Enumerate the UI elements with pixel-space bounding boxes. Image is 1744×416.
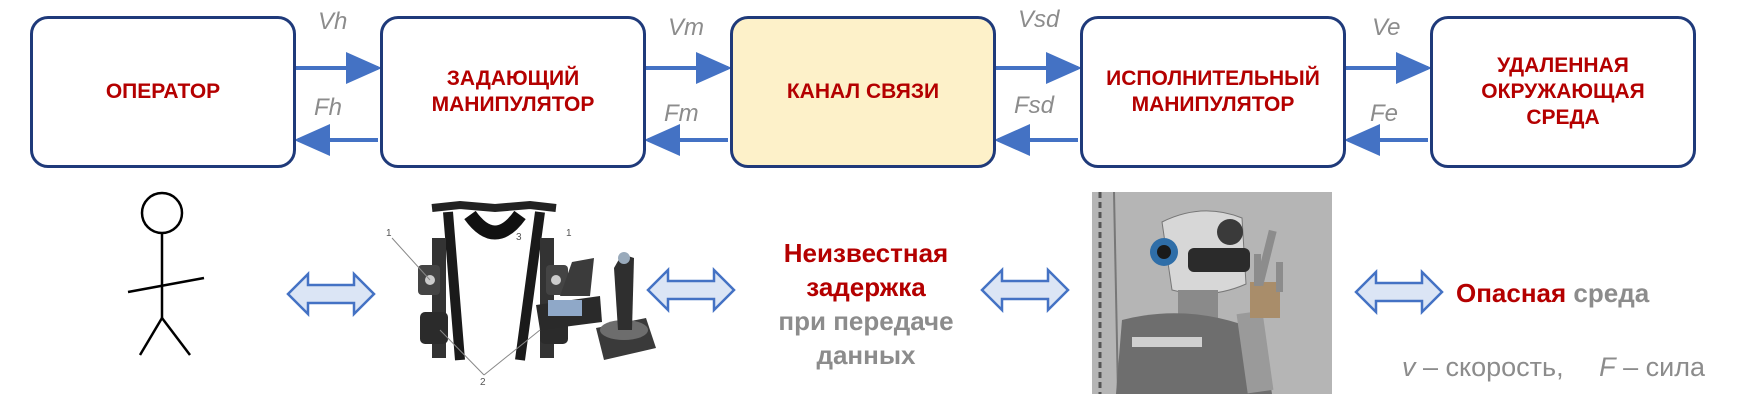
- double-arrow-operator-master: [286, 270, 376, 318]
- exo-label-1b: 1: [566, 228, 572, 239]
- delay-line-3: при передаче: [778, 306, 954, 336]
- signal-fsd: Fsd: [1014, 92, 1055, 119]
- legend-v-symbol: v: [1402, 352, 1416, 382]
- delay-line-1: Неизвестная: [783, 238, 949, 268]
- operator-label: ОПЕРАТОР: [105, 80, 221, 103]
- delay-line-4: данных: [816, 340, 916, 370]
- signal-vm: Vm: [668, 14, 704, 41]
- communication-channel-label: КАНАЛ СВЯЗИ: [786, 80, 940, 103]
- robot-photo: [1092, 192, 1332, 394]
- delay-line-2: задержка: [806, 272, 926, 302]
- signal-fm: Fm: [664, 100, 699, 127]
- delay-text: Неизвестная задержка при передаче данных: [736, 236, 996, 372]
- environment-word: среда: [1573, 278, 1650, 308]
- signal-vh: Vh: [318, 8, 348, 35]
- master-manipulator-label: ЗАДАЮЩИЙ МАНИПУЛЯТОР: [431, 67, 595, 116]
- legend-v-text: – скорость,: [1415, 352, 1564, 382]
- double-arrow-slave-environment: [1354, 268, 1444, 316]
- dangerous-environment-text: Опасная среда: [1456, 278, 1649, 309]
- operator-block: ОПЕРАТОР: [30, 16, 296, 168]
- double-arrow-channel-slave: [980, 266, 1070, 314]
- exo-label-3: 3: [516, 232, 522, 243]
- exo-label-2: 2: [480, 377, 486, 388]
- legend-f-symbol: F: [1599, 352, 1616, 382]
- slave-manipulator-label: ИСПОЛНИТЕЛЬНЫЙ МАНИПУЛЯТОР: [1106, 67, 1320, 116]
- signal-fe: Fe: [1370, 100, 1399, 127]
- legend-f-text: – сила: [1615, 352, 1706, 382]
- double-arrow-master-channel: [646, 266, 736, 314]
- slave-manipulator-block: ИСПОЛНИТЕЛЬНЫЙ МАНИПУЛЯТОР: [1080, 16, 1346, 168]
- exoskeleton-joystick-picture: 1 1 2 3: [386, 200, 656, 388]
- dangerous-word: Опасная: [1456, 278, 1567, 308]
- robot-icon: [1092, 192, 1332, 394]
- remote-environment-label: УДАЛЕННАЯ ОКРУЖАЮЩАЯ СРЕДА: [1481, 54, 1645, 129]
- signal-ve: Ve: [1372, 14, 1401, 41]
- legend: v – скорость, F – сила: [1402, 352, 1705, 383]
- stick-figure-icon: [127, 191, 205, 356]
- signal-vsd: Vsd: [1018, 6, 1060, 33]
- signal-fh: Fh: [314, 94, 343, 121]
- master-manipulator-block: ЗАДАЮЩИЙ МАНИПУЛЯТОР: [380, 16, 646, 168]
- remote-environment-block: УДАЛЕННАЯ ОКРУЖАЮЩАЯ СРЕДА: [1430, 16, 1696, 168]
- exo-label-1a: 1: [386, 228, 392, 239]
- communication-channel-block: КАНАЛ СВЯЗИ: [730, 16, 996, 168]
